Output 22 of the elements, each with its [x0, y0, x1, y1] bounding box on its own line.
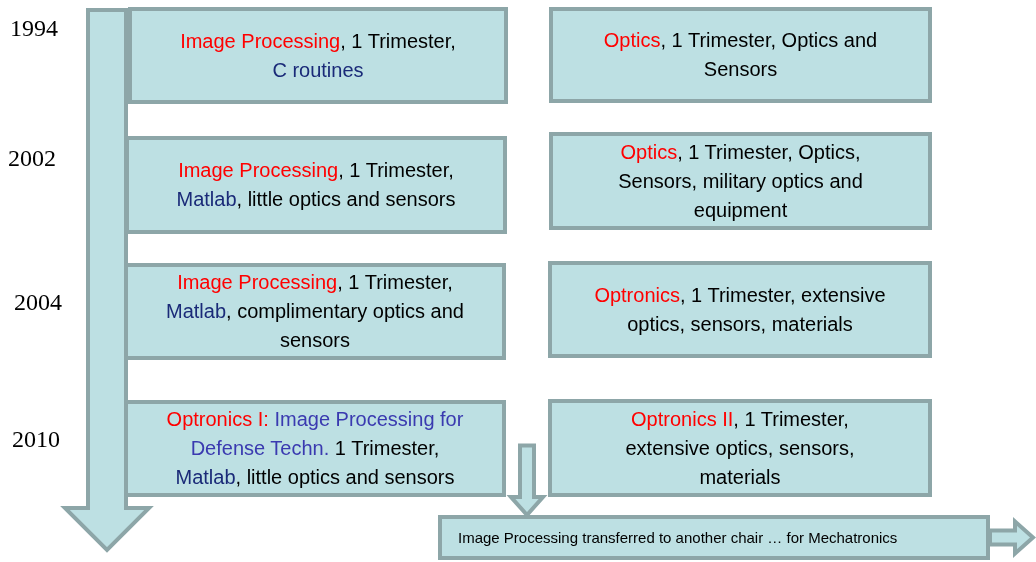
- course-text: Image Processing, 1 Trimester, C routines: [180, 28, 456, 83]
- transfer-box: [438, 515, 990, 560]
- course-text: Image Processing, 1 Trimester, Matlab, complimentary optics and sensors: [165, 270, 465, 353]
- year-label: 1994: [10, 16, 58, 40]
- block-arrow: [506, 443, 548, 518]
- course-text: Optics, 1 Trimester, Optics, Sensors, military optics and equipment: [617, 139, 864, 223]
- year-label: 2004: [14, 290, 62, 314]
- course-box: [549, 132, 932, 230]
- course-text: Optronics, 1 Trimester, extensive optics, sensors, materials: [593, 282, 887, 337]
- course-text: Image Processing, 1 Trimester, Matlab, little optics and sensors: [176, 158, 456, 212]
- course-box: [548, 399, 932, 497]
- year-label: 2010: [12, 427, 60, 451]
- course-box: [549, 7, 932, 103]
- course-text: Optronics II, 1 Trimester, extensive optics, sensors, materials: [624, 406, 856, 490]
- course-text: Image Processing transferred to another chair … for Mechatronics: [458, 527, 898, 548]
- course-box: [128, 7, 508, 104]
- course-text: Optronics I: Image Processing for Defense Techn. 1 Trimester, Matlab, little optics and sensors: [165, 407, 465, 490]
- year-label: 2002: [8, 146, 56, 170]
- course-box: [548, 261, 932, 358]
- course-box: [125, 136, 507, 234]
- block-arrow: [988, 517, 1036, 558]
- course-text: Optics, 1 Trimester, Optics and Sensors: [602, 28, 879, 82]
